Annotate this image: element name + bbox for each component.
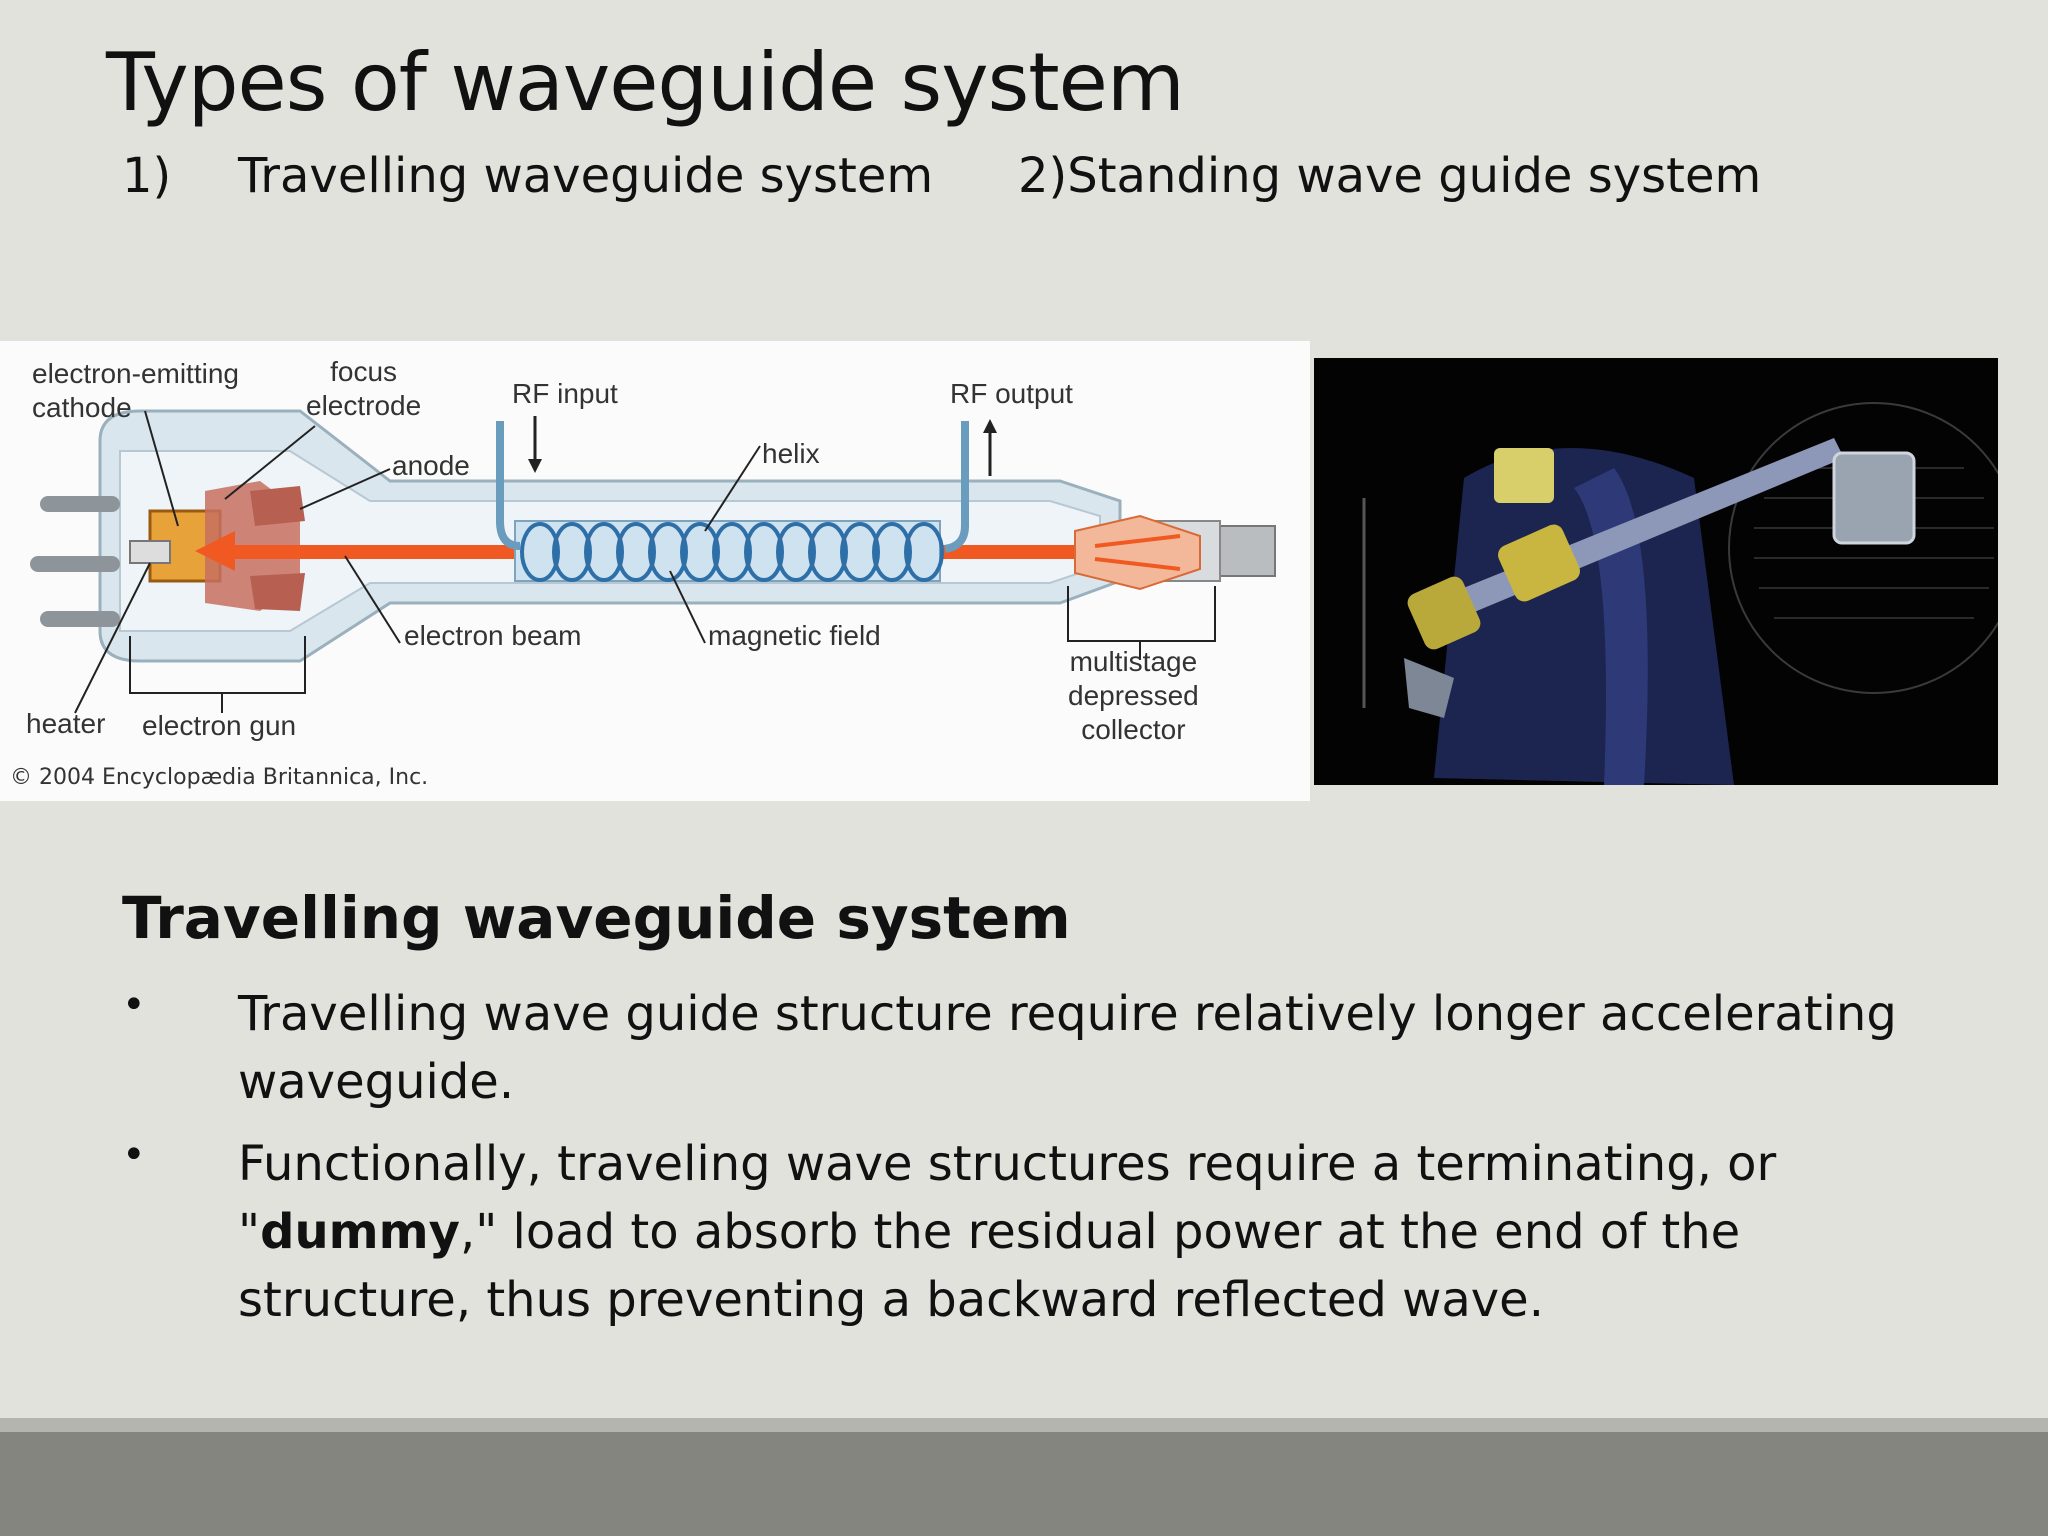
twt-diagram: electron-emitting cathode focus electrod…	[0, 341, 1310, 801]
bullet-marker-2: •	[122, 1132, 146, 1178]
label-helix: helix	[762, 438, 820, 469]
accelerator-photo	[1314, 358, 1998, 785]
bullet-2-text-end: ," load to absorb the residual power at …	[238, 1204, 1741, 1328]
accelerator-illustration	[1314, 358, 1998, 785]
subtitle-travelling: Travelling waveguide system	[238, 148, 934, 204]
section-heading: Travelling waveguide system	[122, 884, 1071, 952]
helix-coils	[520, 522, 944, 582]
subtitle-number: 1)	[122, 148, 172, 204]
label-collector: multistage depressed collector	[1068, 646, 1199, 745]
footer-divider	[0, 1418, 2048, 1432]
subtitle-standing: 2)Standing wave guide system	[1018, 148, 1762, 204]
footer-bar	[0, 1432, 2048, 1536]
bullet-item-1: Travelling wave guide structure require …	[238, 986, 1897, 1110]
diagram-copyright: © 2004 Encyclopædia Britannica, Inc.	[10, 765, 429, 790]
label-magnetic-field: magnetic field	[708, 620, 881, 651]
bullet-marker-1: •	[122, 982, 146, 1028]
label-heater: heater	[26, 708, 106, 739]
label-anode: anode	[392, 450, 470, 481]
label-electron-gun: electron gun	[142, 710, 297, 741]
bullet-2-bold-word: dummy	[260, 1204, 460, 1260]
label-rf-input: RF input	[512, 378, 618, 409]
bullet-2-text-start: Functionally, traveling wave structures …	[238, 1136, 1777, 1260]
bullet-item-2: Functionally, traveling wave structures …	[238, 1130, 1978, 1334]
label-rf-output: RF output	[950, 378, 1073, 409]
label-cathode: electron-emitting cathode	[32, 358, 239, 423]
slide-title: Types of waveguide system	[106, 36, 1185, 129]
twt-diagram-drawing	[30, 409, 1276, 714]
label-electron-beam: electron beam	[404, 620, 582, 651]
label-focus-electrode: focus electrode	[306, 356, 422, 421]
